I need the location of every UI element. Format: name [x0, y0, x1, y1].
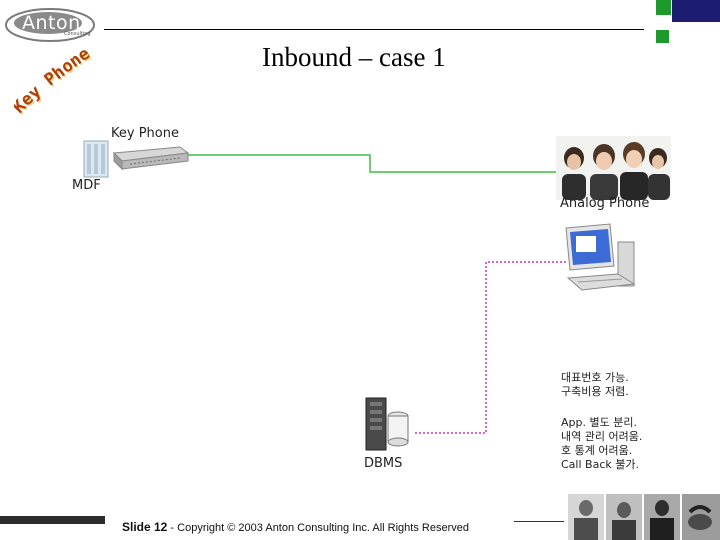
page-title: Inbound – case 1	[262, 42, 446, 72]
footer-bar	[0, 516, 105, 524]
mdf-label: MDF	[72, 178, 101, 193]
anton-consulting-logo	[5, 8, 95, 42]
logo-name: Anton	[22, 12, 81, 34]
note-pros-line-2: 구축비용 저렴.	[561, 385, 629, 398]
header-rule	[104, 29, 644, 30]
footer-copyright: Slide 12 - Copyright © 2003 Anton Consul…	[122, 520, 469, 534]
slide-number: Slide 12	[122, 520, 168, 534]
note-cons: App. 별도 분리. 내역 관리 어려움. 호 통계 어려움. Call Ba…	[561, 416, 642, 472]
copyright-text: - Copyright © 2003 Anton Consulting Inc.…	[170, 522, 469, 534]
dbms-label: DBMS	[364, 456, 403, 471]
analog-phone-label: Analog Phone	[560, 196, 650, 211]
section-wordart: Key Phone Key Phone	[14, 44, 95, 119]
note-cons-line-2: 내역 관리 어려움.	[561, 430, 643, 443]
note-pros: 대표번호 가능. 구축비용 저렴.	[561, 371, 629, 399]
mdf-icon	[83, 140, 109, 178]
key-phone-system-icon	[112, 146, 190, 171]
logo-subtitle: Consulting	[64, 31, 91, 37]
note-cons-line-1: App. 별도 분리.	[561, 416, 637, 429]
accent-square-green	[656, 30, 669, 43]
note-pros-line-1: 대표번호 가능.	[561, 371, 629, 384]
dbms-server-icon	[365, 397, 409, 451]
accent-square-navy	[672, 0, 720, 22]
computer-icon	[565, 223, 636, 291]
note-cons-line-4: Call Back 불가.	[561, 458, 639, 471]
data-line	[414, 261, 566, 434]
note-cons-line-3: 호 통계 어려움.	[561, 444, 633, 457]
phone-line	[188, 154, 556, 173]
key-phone-label: Key Phone	[111, 126, 179, 141]
accent-square-green-top	[656, 0, 671, 15]
footer-photo-strip	[568, 494, 720, 540]
footer-rule	[514, 521, 564, 522]
call-agents-photo	[556, 136, 671, 200]
